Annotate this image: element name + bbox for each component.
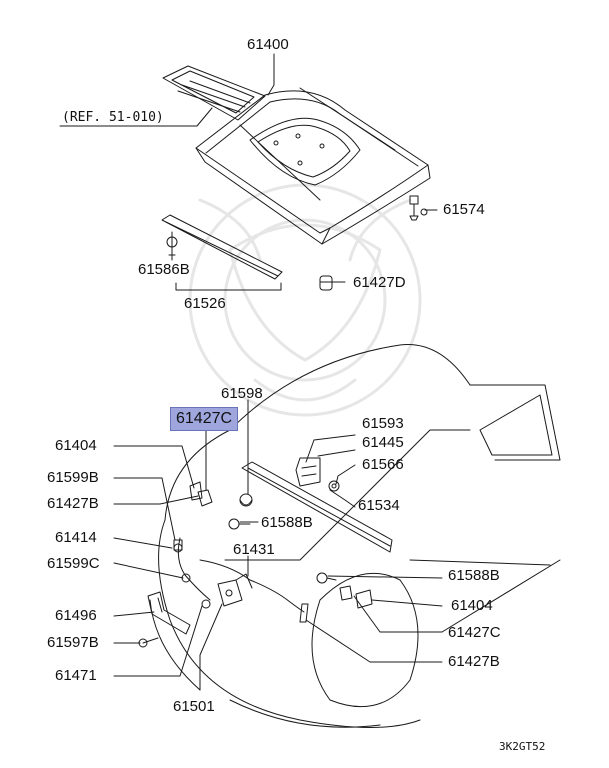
part-label-61526[interactable]: 61526: [184, 295, 226, 312]
hood-vent-grille[interactable]: [162, 65, 266, 121]
part-label-61599b[interactable]: 61599B: [47, 469, 99, 486]
screw-61597b[interactable]: [138, 637, 159, 648]
reference-label: (REF. 51-010): [62, 110, 164, 125]
hood-weatherstrip[interactable]: [161, 214, 283, 280]
part-label-61427b-left[interactable]: 61427B: [47, 495, 99, 512]
part-label-61404-left[interactable]: 61404: [55, 437, 97, 454]
bumper-61427c-right[interactable]: [339, 585, 353, 601]
cable-61431[interactable]: [235, 573, 253, 589]
part-label-61404-right[interactable]: 61404: [451, 597, 493, 614]
part-label-61574[interactable]: 61574: [443, 201, 485, 218]
part-label-61599c[interactable]: 61599C: [47, 555, 100, 572]
part-label-61593[interactable]: 61593: [362, 415, 404, 432]
part-label-61501[interactable]: 61501: [173, 698, 215, 715]
part-label-61566[interactable]: 61566: [362, 456, 404, 473]
clip-61588b-right[interactable]: [316, 572, 337, 584]
bolt-61574[interactable]: [409, 195, 428, 221]
part-label-61400[interactable]: 61400: [247, 36, 289, 53]
prop-rod-holder[interactable]: [295, 457, 321, 487]
part-label-61496[interactable]: 61496: [55, 607, 97, 624]
part-label-61588b-right[interactable]: 61588B: [448, 567, 500, 584]
part-label-61597b[interactable]: 61597B: [47, 634, 99, 651]
grommet-61566[interactable]: [328, 480, 340, 492]
clip-61588b-mid[interactable]: [228, 518, 251, 530]
part-label-61445[interactable]: 61445: [362, 434, 404, 451]
part-label-61586b[interactable]: 61586B: [138, 261, 190, 278]
bumper-61427d[interactable]: [319, 275, 333, 291]
part-label-61471[interactable]: 61471: [55, 667, 97, 684]
part-label-61588b-mid[interactable]: 61588B: [261, 514, 313, 531]
leader-lines: [59, 53, 561, 691]
hood-latch-61501[interactable]: [217, 579, 243, 607]
part-label-61431[interactable]: 61431: [233, 541, 275, 558]
grommet-61414[interactable]: [173, 543, 183, 553]
lever-61496[interactable]: [147, 591, 191, 635]
part-label-61427d[interactable]: 61427D: [353, 274, 406, 291]
vehicle-body-outline: [149, 344, 561, 728]
hood-prop-rod[interactable]: [241, 461, 393, 553]
bolt-61471[interactable]: [201, 599, 211, 609]
bumper-61427b-right[interactable]: [299, 603, 309, 623]
part-label-61534[interactable]: 61534: [358, 497, 400, 514]
part-label-61414[interactable]: 61414: [55, 529, 97, 546]
part-label-61427c-highlighted[interactable]: 61427C: [170, 407, 239, 431]
diagram-code: 3K2GT52: [499, 740, 546, 753]
cushion-61598[interactable]: [239, 493, 253, 507]
bumper-61427c-left[interactable]: [197, 489, 213, 507]
bracket-61404-left[interactable]: [189, 481, 203, 501]
clip-61599b[interactable]: [173, 539, 183, 551]
part-label-61598[interactable]: 61598: [221, 385, 263, 402]
part-label-61427b-right[interactable]: 61427B: [448, 653, 500, 670]
bracket-61404-right[interactable]: [355, 589, 373, 609]
hood-scoop[interactable]: [249, 117, 361, 186]
watermark-emblem: [188, 183, 422, 417]
part-label-61427c-right[interactable]: 61427C: [448, 624, 501, 641]
